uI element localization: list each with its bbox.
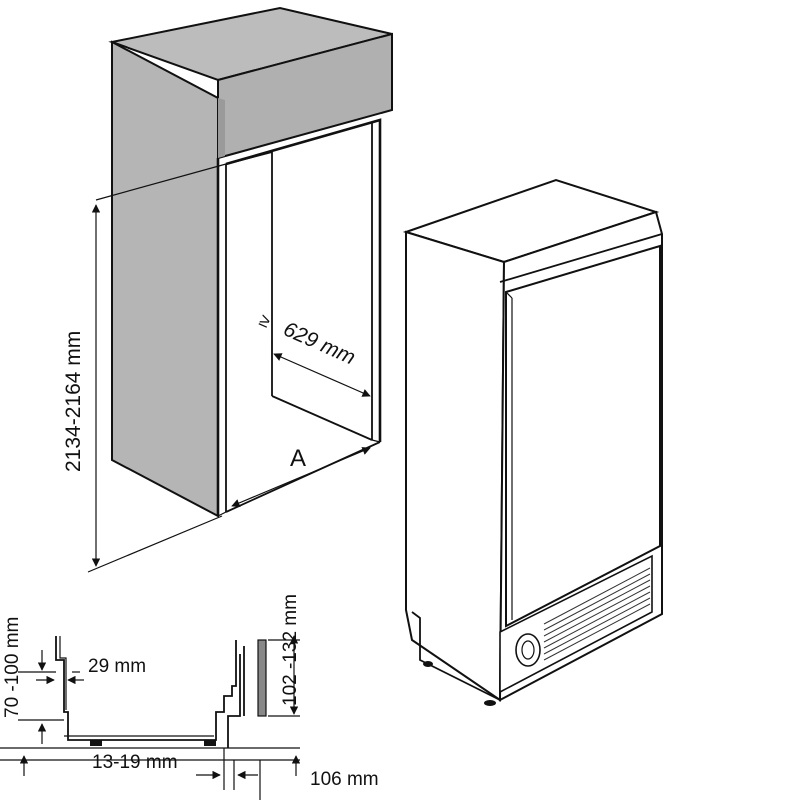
door-panel-section [257,639,267,717]
cabinet-side-panel [111,40,219,518]
depth-dimension: ≥ 629 mm [256,309,371,397]
fridge-unit [402,178,663,706]
fridge-side [405,230,506,702]
front-label: 106 mm [310,769,379,790]
toe-label: 13-19 mm [92,752,178,773]
cross-section-detail: 70 -100 mm 29 mm 102 -132 mm 13-19 mm 10… [0,594,379,800]
width-label: A [290,445,306,472]
cabinet-niche [108,6,393,518]
fridge-foot-front [484,700,496,706]
fridge-door [505,244,661,628]
fridge-foot-back [423,661,433,667]
plinth-height-label: 70 -100 mm [2,617,23,718]
top-gap-label: 102 -132 mm [280,594,301,706]
width-dimension: A [231,445,371,507]
cabinet-top-band [218,98,225,158]
depth-prefix-label: ≥ [256,309,273,331]
height-dimension: 2134-2164 mm [62,163,227,573]
gap-label: 29 mm [88,656,146,677]
height-label: 2134-2164 mm [62,331,85,472]
control-dial [515,633,541,667]
